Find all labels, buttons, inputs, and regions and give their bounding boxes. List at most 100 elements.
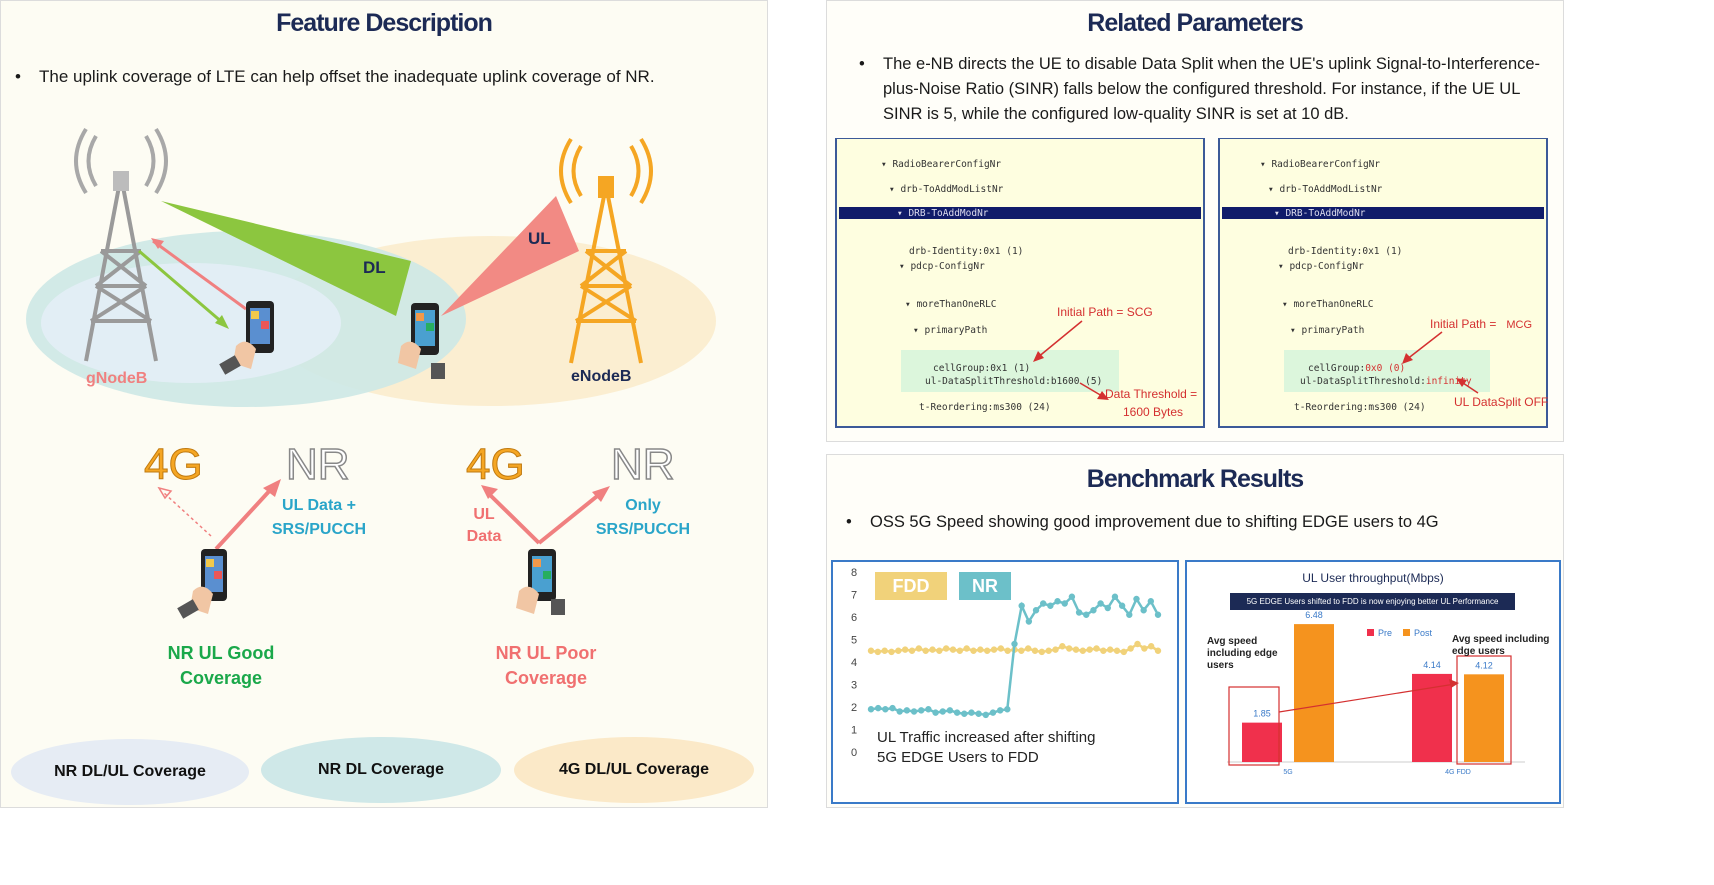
data-point-fdd [874, 648, 882, 656]
data-point-nr [961, 710, 968, 717]
data-point-nr [1025, 618, 1033, 625]
bar-chart-box: UL User throughput(Mbps) 5G EDGE Users s… [1185, 560, 1561, 804]
data-point-fdd [956, 647, 964, 654]
y-tick-label: 7 [851, 590, 857, 602]
data-point-nr [1097, 600, 1104, 607]
y-tick-label: 2 [851, 702, 857, 714]
data-point-nr [1133, 595, 1140, 603]
data-point-nr [953, 709, 961, 716]
data-point-fdd [895, 647, 902, 654]
bar-value-label: 1.85 [1253, 709, 1271, 719]
data-point-nr [1054, 598, 1061, 605]
series-line-nr [870, 594, 1160, 717]
legend-4g-dl-ul-coverage: 4G DL/UL Coverage [514, 737, 754, 803]
left-nr-label: NR [286, 440, 350, 489]
avg-right-label: Avg speed including edge users [1452, 634, 1550, 657]
data-point-nr [882, 706, 889, 713]
config-highlight-bar-after [1222, 207, 1544, 219]
bench-title: Benchmark Results [1086, 465, 1304, 493]
data-point-nr [946, 707, 954, 714]
params-bullet: • The e-NB directs the UE to disable Dat… [859, 55, 1541, 123]
data-point-fdd [1004, 647, 1011, 654]
data-point-nr [1047, 602, 1054, 609]
enodeb-tower-icon [559, 137, 653, 364]
bar-value-label: 4.14 [1423, 660, 1441, 670]
config-highlight-bar [839, 207, 1201, 219]
data-point-nr [1068, 593, 1076, 600]
bench-bullet: • OSS 5G Speed showing good improvement … [846, 513, 1439, 531]
data-point-fdd [1045, 647, 1052, 654]
data-point-fdd [977, 646, 984, 653]
highlight-box-4g-post [1456, 655, 1512, 765]
data-point-fdd [1052, 646, 1059, 653]
ul-datasplit-off-annotation: UL DataSplit OFF [1454, 395, 1549, 409]
bar-value-label: 6.48 [1305, 610, 1323, 620]
config-box-before: ▾ RadioBearerConfigNr ▾ drb-ToAddModList… [835, 138, 1205, 428]
gnodeb-label: gNodeB [86, 370, 147, 387]
data-point-fdd [997, 645, 1005, 652]
data-point-fdd [922, 647, 929, 654]
data-threshold-annotation: Data Threshold = [1105, 387, 1198, 401]
data-point-fdd [983, 647, 991, 654]
data-point-fdd [867, 647, 875, 654]
data-threshold-value-annotation: 1600 Bytes [1123, 405, 1184, 419]
data-point-nr [1147, 598, 1155, 605]
legend-swatch-nr [959, 572, 1011, 600]
data-point-fdd [942, 645, 950, 652]
data-point-nr [932, 709, 939, 716]
y-tick-label: 5 [851, 635, 857, 647]
data-point-nr [996, 707, 1004, 714]
data-point-fdd [1120, 648, 1128, 656]
bar-pre-0 [1242, 722, 1282, 762]
legend-swatch-post [1403, 629, 1410, 636]
bar-post-1 [1464, 674, 1504, 762]
feature-title: Feature Description [276, 9, 493, 37]
config-box-after: ▾ RadioBearerConfigNr ▾ drb-ToAddModList… [1218, 138, 1548, 428]
avg-left-label: Avg speed including edge users [1207, 636, 1278, 671]
bar-value-label: 4.12 [1475, 660, 1493, 670]
feature-bullet: • The uplink coverage of LTE can help of… [15, 67, 655, 86]
legend-nr-dl-coverage: NR DL Coverage [261, 737, 501, 803]
y-tick-label: 3 [851, 680, 857, 692]
data-point-fdd [1100, 647, 1107, 654]
y-tick-label: 4 [851, 657, 857, 669]
data-point-nr [939, 708, 946, 715]
data-point-fdd [908, 647, 916, 654]
data-point-fdd [915, 645, 923, 652]
params-title: Related Parameters [1087, 9, 1303, 37]
data-point-fdd [1154, 647, 1162, 654]
phone-icon-2 [398, 303, 445, 379]
data-point-fdd [1134, 640, 1141, 648]
legend-label-fdd: FDD [893, 576, 930, 596]
data-point-nr [889, 704, 896, 712]
initial-path-mcg-annotation: Initial Path = MCG [1430, 317, 1533, 331]
ul-beam [441, 196, 579, 316]
data-point-fdd [1141, 645, 1148, 652]
data-point-nr [1083, 611, 1090, 618]
right-nr-label: NR [611, 440, 675, 489]
data-point-fdd [1031, 647, 1039, 654]
y-tick-label: 6 [851, 612, 857, 624]
data-point-nr [1004, 706, 1011, 713]
legend-label-post: Post [1414, 628, 1433, 638]
phone-icon-3 [177, 549, 227, 619]
data-point-nr [1126, 611, 1133, 618]
dl-label: DL [363, 258, 386, 277]
data-point-nr [1154, 611, 1162, 618]
data-point-nr [910, 708, 918, 715]
data-point-fdd [1059, 643, 1066, 650]
right-only-label-1: Only [625, 497, 661, 514]
data-point-fdd [990, 646, 998, 653]
legend-swatch-fdd [875, 572, 947, 600]
left-4g-label: 4G [144, 440, 203, 489]
data-point-fdd [881, 647, 888, 654]
data-point-fdd [929, 646, 936, 653]
data-point-fdd [1018, 647, 1025, 654]
scenario-illustration: 4G NR 4G NR UL Data + SRS/PUCCH UL Data … [144, 439, 690, 619]
data-point-nr [1118, 602, 1126, 609]
right-4g-label: 4G [466, 440, 525, 489]
coverage-illustration: DL UL [26, 127, 716, 407]
right-ul-label-2: Data [467, 528, 502, 545]
